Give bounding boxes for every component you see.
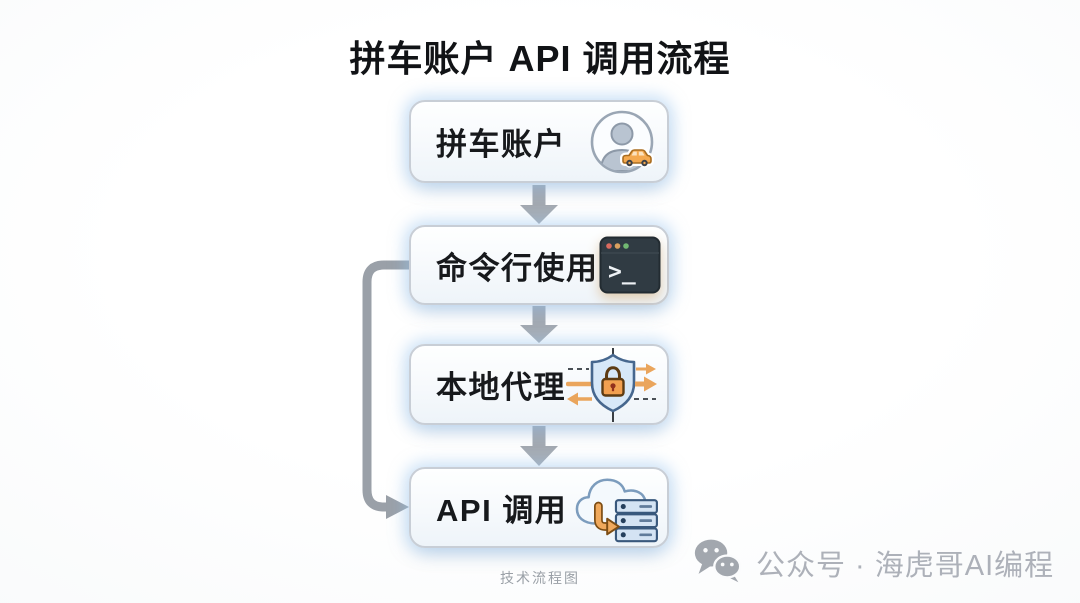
flow-node-cli-usage: 命令行使用 >_ (409, 225, 669, 305)
left-loop-arrow (362, 260, 409, 519)
page-title: 拼车账户 API 调用流程 (349, 38, 731, 79)
diagram-caption: 技术流程图 (500, 570, 580, 586)
server-stack (615, 498, 659, 542)
down-arrow-1 (520, 185, 558, 224)
watermark-text: 公众号 · 海虎哥AI编程 (756, 549, 1055, 582)
flow-node-local-proxy: 本地代理 (409, 344, 669, 425)
car-glyph (620, 146, 654, 168)
node-label: 命令行使用 (436, 250, 599, 286)
user-avatar-car-icon (589, 109, 655, 175)
wechat-icon (693, 536, 743, 589)
flow-node-carpool-account: 拼车账户 (409, 100, 669, 183)
node-label: 拼车账户 (436, 127, 566, 162)
window-dots (605, 243, 629, 249)
terminal-prompt: >_ (608, 259, 636, 285)
cloud-server-icon (567, 469, 661, 547)
shield-lock-icon (566, 347, 658, 423)
flow-node-api-call: API 调用 (409, 467, 669, 548)
orange-elbow-arrow (594, 501, 621, 535)
down-arrow-2 (520, 306, 558, 343)
node-label: 本地代理 (436, 370, 566, 405)
node-label: API 调用 (436, 493, 568, 528)
watermark: 公众号 · 海虎哥AI编程 (693, 536, 1054, 589)
terminal-icon: >_ (599, 236, 661, 294)
down-arrow-3 (520, 426, 558, 466)
